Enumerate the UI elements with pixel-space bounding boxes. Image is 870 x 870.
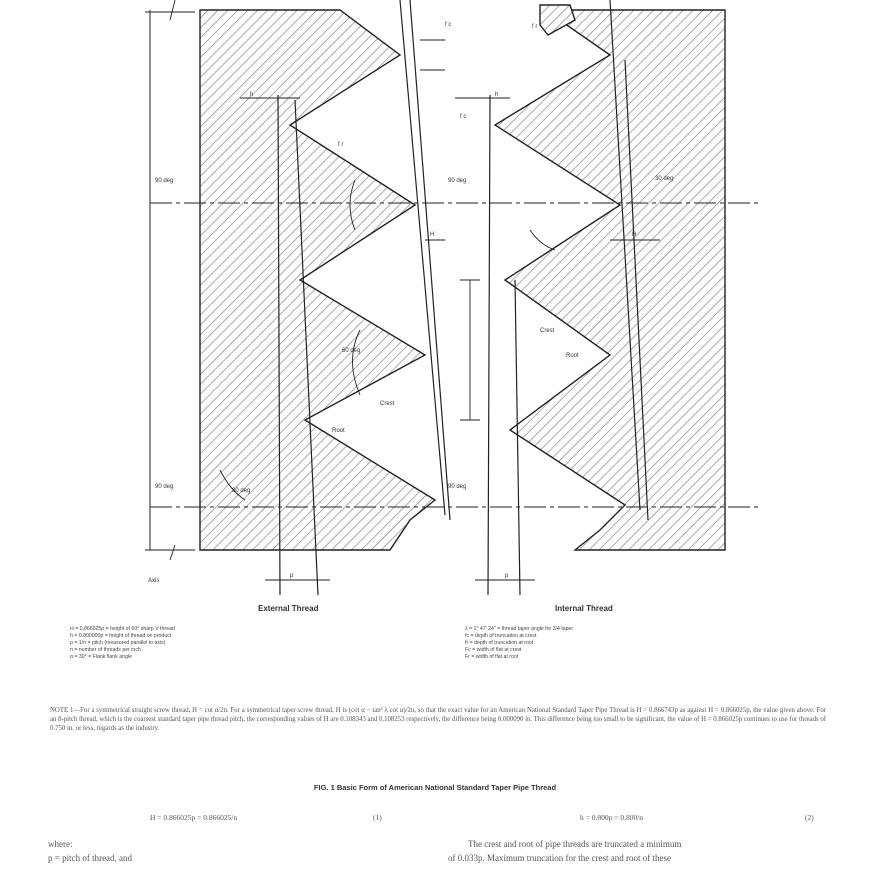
equation-1: H = 0.866025p = 0.866025/n: [150, 813, 238, 822]
legend-left-item: h = 0.800000p = height of thread on prod…: [70, 633, 172, 639]
legend-left-item: α = 30° = Flank flank angle: [70, 654, 132, 660]
label-60-left: 60 deg: [342, 348, 360, 354]
label-90-lower-right: 90 deg: [448, 484, 466, 490]
label-p-right: p: [505, 573, 509, 579]
label-90-upper-right: 90 deg: [448, 178, 466, 184]
label-crest-left: Crest: [380, 401, 395, 407]
label-H-left: H: [430, 232, 434, 238]
internal-thread-stub: [539, 4, 576, 36]
label-30-left: 30 deg: [232, 488, 250, 494]
label-30-right: 30 deg: [655, 176, 673, 182]
legend-left-item: n = number of threads per inch: [70, 647, 141, 653]
label-root-right: Root: [566, 353, 579, 359]
equation-2: h = 0.800p = 0.800/n: [580, 813, 644, 822]
label-root-left: Root: [332, 428, 345, 434]
figure-title: FIG. 1 Basic Form of American National S…: [313, 783, 557, 792]
legend-right-item: fc = depth of truncation at crest: [465, 633, 537, 639]
label-fc-left: f c: [445, 22, 451, 28]
body-text-right-1: The crest and root of pipe threads are t…: [468, 839, 682, 849]
legend-right-item: fr = depth of truncation at root: [465, 640, 534, 646]
label-crest-right: Crest: [540, 328, 555, 334]
label-fr-right: f r: [532, 24, 537, 30]
legend-left-item: p = 1/n = pitch (measured parallel to ax…: [70, 640, 166, 646]
centerlines: [145, 10, 760, 551]
equation-2-number: (2): [805, 813, 814, 822]
legend-right-item: λ = 1° 47' 24" = thread taper angle for …: [465, 626, 574, 632]
label-fr-left: f r: [338, 142, 343, 148]
where-label: where:: [48, 839, 73, 849]
label-h-right: h: [495, 92, 498, 98]
equation-1-number: (1): [373, 813, 382, 822]
legend-right: λ = 1° 47' 24" = thread taper angle for …: [465, 626, 573, 661]
thread-diagram: h f c f r 90 deg 90 deg 30 deg 60 deg Cr…: [145, 0, 760, 596]
internal-thread-body: [493, 9, 726, 551]
label-h-left: h: [250, 92, 253, 98]
dimension-marks: [169, 0, 660, 581]
external-thread-label: External Thread: [258, 604, 319, 613]
internal-thread-label: Internal Thread: [555, 604, 613, 613]
external-thread-body: [199, 9, 437, 551]
label-axis: Axis: [148, 578, 159, 584]
legend-right-item: Fc = width of flat at crest: [465, 647, 522, 653]
pitch-lines: [277, 0, 649, 596]
label-fc-right: f c: [460, 114, 466, 120]
body-text-right-2: of 0.033p. Maximum truncation for the cr…: [448, 853, 671, 863]
where-definition: p = pitch of thread, and: [48, 853, 133, 863]
legend-right-item: Fr = width of flat at root: [465, 654, 519, 660]
label-H-right: H: [632, 232, 636, 238]
note-1: NOTE 1—For a symmetrical straight screw …: [50, 707, 826, 732]
label-90-lower-left: 90 deg: [155, 484, 173, 490]
label-90-upper-left: 90 deg: [155, 178, 173, 184]
legend-left: H = 0.866025p = height of 60° sharp V th…: [70, 626, 175, 661]
legend-left-item: H = 0.866025p = height of 60° sharp V th…: [70, 626, 175, 632]
label-p-left: p: [290, 573, 294, 579]
